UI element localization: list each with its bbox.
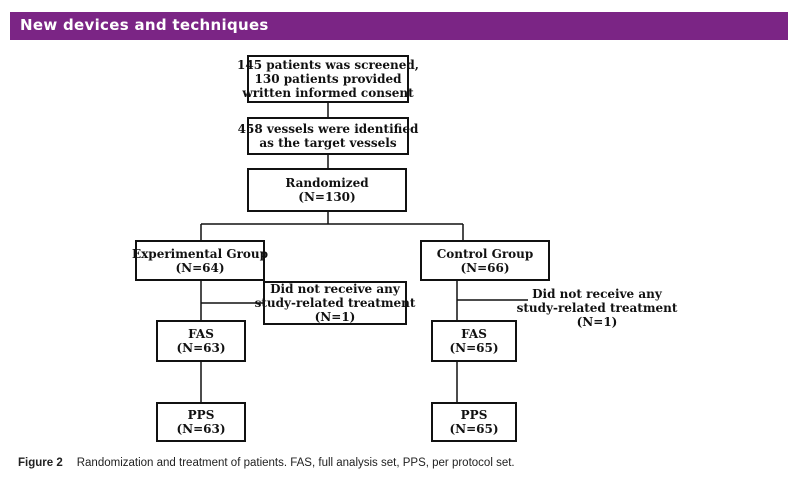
pps-count: (N=63) [176, 422, 226, 436]
excluded-line: study-related treatment [254, 296, 416, 310]
experimental-group-count: (N=64) [175, 260, 225, 275]
vessels-line: as the target vessels [259, 136, 397, 150]
experimental-group-label: Experimental Group [132, 246, 269, 261]
experimental-fas-box: FAS (N=63) [156, 320, 246, 362]
vessels-box: 458 vessels were identified as the targe… [238, 117, 418, 155]
pps-label: PPS [187, 408, 215, 422]
experimental-excluded-box: Did not receive any study-related treatm… [255, 281, 415, 325]
control-excluded-label: Did not receive any study-related treatm… [517, 284, 678, 332]
excluded-line: Did not receive any [270, 282, 400, 296]
excluded-line: (N=1) [576, 315, 618, 329]
randomized-count: (N=130) [298, 190, 356, 204]
section-banner: New devices and techniques [10, 12, 788, 40]
section-title: New devices and techniques [20, 16, 269, 34]
excluded-line: study-related treatment [516, 301, 678, 315]
screened-line: 130 patients provided [254, 72, 402, 86]
fas-label: FAS [461, 327, 487, 341]
experimental-group-box: Experimental Group (N=64) [132, 240, 269, 281]
control-pps-box: PPS (N=65) [431, 402, 517, 442]
vessels-line: 458 vessels were identified [237, 122, 419, 136]
figure-caption: Figure 2 Randomization and treatment of p… [18, 457, 515, 469]
pps-count: (N=65) [449, 422, 499, 436]
fas-count: (N=63) [176, 341, 226, 355]
screened-box: 145 patients was screened, 130 patients … [237, 55, 419, 103]
experimental-pps-box: PPS (N=63) [156, 402, 246, 442]
figure-label: Figure 2 [18, 457, 63, 469]
screened-line: written informed consent [242, 86, 414, 100]
fas-count: (N=65) [449, 341, 499, 355]
figure-caption-text: Randomization and treatment of patients.… [76, 457, 515, 469]
fas-label: FAS [188, 327, 214, 341]
screened-line: 145 patients was screened, [237, 58, 419, 72]
pps-label: PPS [460, 408, 488, 422]
control-group-box: Control Group (N=66) [420, 240, 550, 281]
randomized-label: Randomized [285, 176, 369, 190]
excluded-line: (N=1) [314, 310, 356, 324]
excluded-line: Did not receive any [532, 287, 662, 301]
control-group-count: (N=66) [460, 260, 510, 275]
control-group-label: Control Group [436, 246, 534, 261]
randomized-box: Randomized (N=130) [247, 168, 407, 212]
control-fas-box: FAS (N=65) [431, 320, 517, 362]
